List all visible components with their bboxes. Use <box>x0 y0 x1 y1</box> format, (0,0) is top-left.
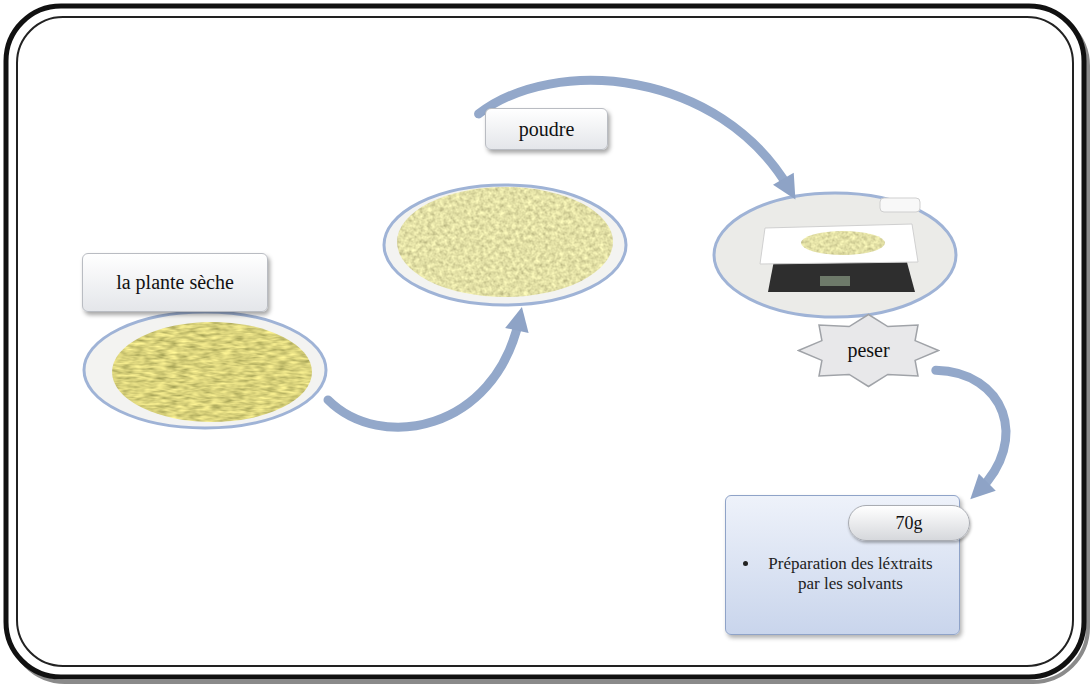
curved-arrow <box>328 319 519 427</box>
step-label: la plante sèche <box>82 253 268 312</box>
frame-outer <box>6 6 1084 677</box>
weight-pill: 70g <box>848 505 970 541</box>
plant-plate <box>84 312 326 428</box>
diagram-node: peser <box>715 193 955 390</box>
diagram-node: poudre <box>385 108 625 305</box>
weight-label: 70g <box>896 513 923 534</box>
bullet-list: Préparation des léxtraits par les solvan… <box>726 554 959 595</box>
frame-inner <box>17 17 1073 666</box>
star-label: peser <box>797 313 940 388</box>
star-outline <box>799 315 939 387</box>
scale-sample <box>800 230 890 256</box>
plant-texture <box>100 315 325 425</box>
label-text: poudre <box>519 118 575 141</box>
diagram-node: Préparation des léxtraits par les solvan… <box>725 495 960 635</box>
powder-texture <box>395 185 615 300</box>
powder-plate <box>384 185 626 305</box>
label-text: peser <box>847 339 889 362</box>
diagram-node: la plante sèche <box>82 253 328 430</box>
curved-arrow <box>479 80 790 189</box>
scale-cup <box>880 198 920 212</box>
step-label: poudre <box>485 108 608 150</box>
curved-arrow <box>936 370 1006 491</box>
label-text: la plante sèche <box>116 271 234 294</box>
step-text: Préparation des léxtraits par les solvan… <box>760 554 941 595</box>
scale-paper <box>760 224 918 264</box>
scale-plate <box>714 193 956 317</box>
scale-display <box>820 276 850 286</box>
